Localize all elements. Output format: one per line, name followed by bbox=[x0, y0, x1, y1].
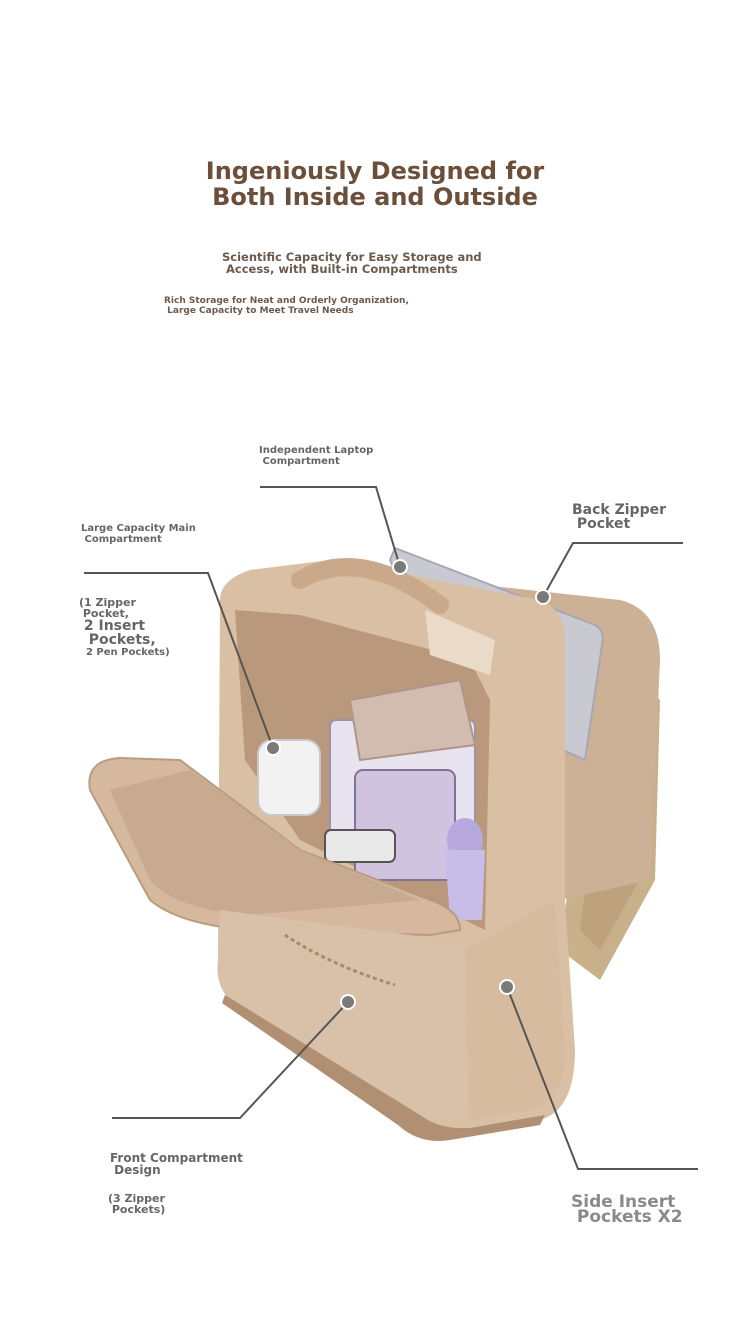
front-zipper bbox=[284, 933, 396, 987]
laptop-callout-dot bbox=[392, 559, 408, 575]
back-zipper-callout-line bbox=[542, 542, 683, 598]
back-zipper-line-2: Pocket bbox=[572, 516, 631, 532]
back-zipper-callout-dot bbox=[535, 589, 551, 605]
main-detail-line-3: 2 Insert bbox=[79, 618, 146, 634]
earbuds-case bbox=[257, 739, 321, 816]
main-callout-line bbox=[84, 572, 274, 749]
front-detail-line-1: (3 Zipper bbox=[108, 1192, 165, 1205]
subtitle: Scientific Capacity for Easy Storage and… bbox=[222, 251, 482, 275]
front-label-line-1: Front Compartment bbox=[110, 1151, 243, 1165]
headline-line-1: Ingeniously Designed for bbox=[205, 157, 545, 185]
side-callout-dot bbox=[499, 979, 515, 995]
subtitle2-line-2: Large Capacity to Meet Travel Needs bbox=[164, 306, 354, 316]
main-label-line-1: Large Capacity Main bbox=[81, 523, 196, 534]
front-callout-dot bbox=[340, 994, 356, 1010]
bag-base bbox=[222, 995, 545, 1141]
front-detail-line-2: Pockets) bbox=[108, 1203, 166, 1216]
side-label-line-1: Side Insert bbox=[571, 1192, 676, 1212]
laptop-callout-line bbox=[260, 486, 401, 568]
front-compartment-label: Front Compartment Design bbox=[110, 1152, 243, 1176]
laptop-label-line-2: Compartment bbox=[259, 456, 340, 467]
handle-strap-tag bbox=[425, 610, 495, 675]
front-flap-lining bbox=[110, 770, 420, 915]
side-label-line-2: Pockets X2 bbox=[571, 1207, 683, 1227]
back-zipper-label: Back Zipper Pocket bbox=[572, 503, 666, 531]
headline: Ingeniously Designed for Both Inside and… bbox=[0, 158, 750, 210]
front-label-line-2: Design bbox=[110, 1163, 161, 1177]
main-callout-dot bbox=[265, 740, 281, 756]
laptop-compartment-label: Independent Laptop Compartment bbox=[259, 445, 373, 467]
wallet bbox=[348, 678, 477, 762]
tablet-case bbox=[354, 769, 456, 881]
main-compartment-detail: (1 Zipper Pocket, 2 Insert Pockets, 2 Pe… bbox=[79, 597, 170, 658]
main-detail-line-5: 2 Pen Pockets) bbox=[79, 647, 170, 658]
subtitle-line-1: Scientific Capacity for Easy Storage and bbox=[222, 250, 482, 264]
side-insert-pockets-label: Side Insert Pockets X2 bbox=[571, 1192, 683, 1227]
umbrella bbox=[445, 850, 485, 920]
main-detail-line-4: Pockets, bbox=[79, 632, 156, 648]
subtitle2-line-1: Rich Storage for Neat and Orderly Organi… bbox=[164, 296, 409, 306]
power-bank bbox=[324, 829, 396, 863]
headline-line-2: Both Inside and Outside bbox=[212, 183, 538, 211]
side-callout-line bbox=[506, 986, 698, 1170]
main-detail-line-1: (1 Zipper bbox=[79, 596, 136, 609]
top-handle bbox=[291, 558, 449, 614]
subtitle-line-2: Access, with Built-in Compartments bbox=[222, 262, 458, 276]
front-pocket bbox=[218, 910, 470, 1120]
back-zipper-line-1: Back Zipper bbox=[572, 502, 666, 518]
main-label-line-2: Compartment bbox=[81, 534, 162, 545]
main-detail-line-2: Pocket, bbox=[79, 607, 129, 620]
laptop-label-line-1: Independent Laptop bbox=[259, 445, 374, 456]
front-callout-line bbox=[112, 1001, 349, 1119]
subtitle-secondary: Rich Storage for Neat and Orderly Organi… bbox=[164, 296, 409, 316]
main-compartment-label: Large Capacity Main Compartment bbox=[81, 523, 196, 545]
front-compartment-detail: (3 Zipper Pockets) bbox=[108, 1193, 165, 1215]
